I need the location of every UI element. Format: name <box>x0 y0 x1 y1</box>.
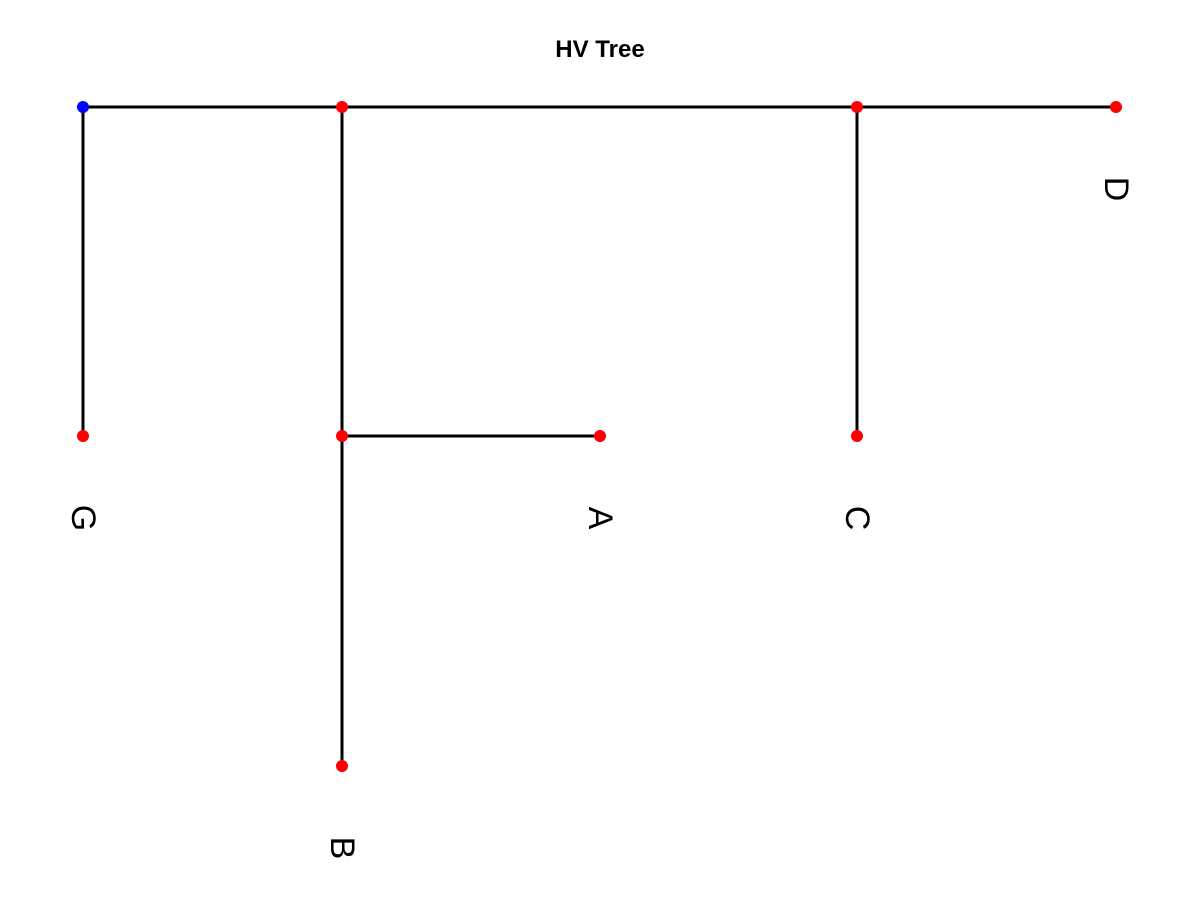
internal-node-n3 <box>851 101 863 113</box>
leaf-label-B: B <box>323 837 361 860</box>
leaf-node-D <box>1110 101 1122 113</box>
root-node <box>77 101 89 113</box>
leaf-label-G: G <box>64 505 102 531</box>
labels-layer: G A B C D <box>64 177 1135 860</box>
leaf-label-A: A <box>581 507 619 530</box>
leaf-node-C <box>851 430 863 442</box>
leaf-node-G <box>77 430 89 442</box>
diagram-title: HV Tree <box>555 36 644 63</box>
leaf-node-B <box>336 760 348 772</box>
edges-layer <box>81 105 1116 766</box>
leaf-node-A <box>594 430 606 442</box>
internal-node-n1 <box>336 101 348 113</box>
internal-node-n2 <box>336 430 348 442</box>
leaf-label-C: C <box>838 506 876 531</box>
leaf-label-D: D <box>1097 177 1135 202</box>
nodes-layer <box>77 101 1122 772</box>
